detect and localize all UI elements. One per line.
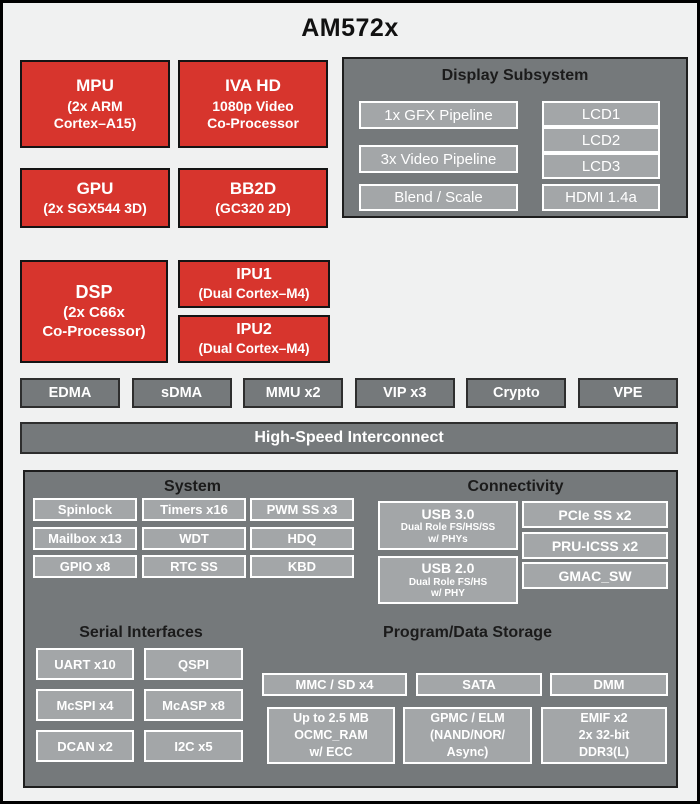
block-iva-hd: IVA HD 1080p Video Co-Processor xyxy=(178,60,328,148)
peripherals-container: System Spinlock Timers x16 PWM SS x3 Mai… xyxy=(23,470,678,788)
serial-section-title: Serial Interfaces xyxy=(79,624,203,641)
block-gpu-title: GPU xyxy=(76,179,114,199)
serial-dcan: DCAN x2 xyxy=(36,730,134,762)
connectivity-section-title: Connectivity xyxy=(467,478,564,495)
block-ipu2-subtitle: (Dual Cortex–M4) xyxy=(198,340,310,356)
usb3-title: USB 3.0 xyxy=(421,505,475,522)
block-ipu1-title: IPU1 xyxy=(236,266,272,284)
block-mpu-subtitle: (2x ARM Cortex–A15) xyxy=(53,97,137,132)
display-video-pipeline: 3x Video Pipeline xyxy=(359,145,518,173)
display-gfx-pipeline: 1x GFX Pipeline xyxy=(359,101,518,129)
system-spinlock: Spinlock xyxy=(33,498,137,521)
display-lcd1: LCD1 xyxy=(542,101,660,127)
block-ipu1-subtitle: (Dual Cortex–M4) xyxy=(198,285,310,301)
connectivity-pcie: PCIe SS x2 xyxy=(522,501,668,528)
system-wdt: WDT xyxy=(142,527,246,550)
storage-ocmc-ram: Up to 2.5 MB OCMC_RAM w/ ECC xyxy=(267,707,395,764)
display-hdmi: HDMI 1.4a xyxy=(542,184,660,211)
usb3-subtitle: Dual Role FS/HS/SS w/ PHYs xyxy=(400,522,496,545)
storage-gpmc-elm: GPMC / ELM (NAND/NOR/ Async) xyxy=(403,707,532,764)
serial-i2c: I2C x5 xyxy=(144,730,243,762)
display-subsystem-container: Display Subsystem 1x GFX Pipeline 3x Vid… xyxy=(342,57,688,218)
connectivity-gmac: GMAC_SW xyxy=(522,562,668,589)
system-pwm: PWM SS x3 xyxy=(250,498,354,521)
block-vip: VIP x3 xyxy=(354,378,455,408)
system-hdq: HDQ xyxy=(250,527,354,550)
block-dsp-title: DSP xyxy=(75,282,113,303)
block-ipu1: IPU1 (Dual Cortex–M4) xyxy=(178,260,330,308)
block-dsp-subtitle: (2x C66x Co-Processor) xyxy=(42,304,146,341)
display-blend-scale: Blend / Scale xyxy=(359,184,518,211)
storage-section-title: Program/Data Storage xyxy=(383,624,552,641)
block-vpe: VPE xyxy=(577,378,678,408)
connectivity-pru-icss: PRU-ICSS x2 xyxy=(522,532,668,559)
display-lcd2: LCD2 xyxy=(542,127,660,153)
high-speed-interconnect-bar: High-Speed Interconnect xyxy=(20,422,678,454)
block-crypto: Crypto xyxy=(466,378,567,408)
connectivity-usb3: USB 3.0 Dual Role FS/HS/SS w/ PHYs xyxy=(378,501,518,550)
serial-mcspi: McSPI x4 xyxy=(36,689,134,721)
block-bb2d: BB2D (GC320 2D) xyxy=(178,168,328,228)
display-subsystem-title: Display Subsystem xyxy=(441,67,589,84)
block-ipu2: IPU2 (Dual Cortex–M4) xyxy=(178,315,330,363)
storage-mmc: MMC / SD x4 xyxy=(262,673,407,696)
block-iva-subtitle: 1080p Video Co-Processor xyxy=(207,97,299,132)
serial-uart: UART x10 xyxy=(36,648,134,680)
dma-row: EDMA sDMA MMU x2 VIP x3 Crypto VPE xyxy=(20,378,678,408)
block-iva-title: IVA HD xyxy=(225,76,281,96)
system-timers: Timers x16 xyxy=(142,498,246,521)
block-mmu: MMU x2 xyxy=(243,378,344,408)
serial-mcasp: McASP x8 xyxy=(144,689,243,721)
block-mpu-title: MPU xyxy=(76,76,114,96)
block-mpu: MPU (2x ARM Cortex–A15) xyxy=(20,60,170,148)
page-title: AM572x xyxy=(301,14,399,42)
connectivity-usb2: USB 2.0 Dual Role FS/HS w/ PHY xyxy=(378,556,518,604)
display-lcd3: LCD3 xyxy=(542,153,660,179)
system-rtc: RTC SS xyxy=(142,555,246,578)
system-section-title: System xyxy=(164,478,221,495)
storage-sata: SATA xyxy=(416,673,542,696)
usb2-subtitle: Dual Role FS/HS w/ PHY xyxy=(408,576,488,600)
block-gpu: GPU (2x SGX544 3D) xyxy=(20,168,170,228)
block-sdma: sDMA xyxy=(131,378,232,408)
block-gpu-subtitle: (2x SGX544 3D) xyxy=(43,200,147,217)
system-kbd: KBD xyxy=(250,555,354,578)
block-dsp: DSP (2x C66x Co-Processor) xyxy=(20,260,168,363)
system-mailbox: Mailbox x13 xyxy=(33,527,137,550)
system-gpio: GPIO x8 xyxy=(33,555,137,578)
usb2-title: USB 2.0 xyxy=(421,560,475,577)
block-ipu2-title: IPU2 xyxy=(236,321,272,339)
storage-emif: EMIF x2 2x 32-bit DDR3(L) xyxy=(541,707,667,764)
block-edma: EDMA xyxy=(20,378,120,408)
serial-qspi: QSPI xyxy=(144,648,243,680)
storage-dmm: DMM xyxy=(550,673,668,696)
block-bb2d-subtitle: (GC320 2D) xyxy=(215,200,291,217)
block-bb2d-title: BB2D xyxy=(229,179,277,199)
